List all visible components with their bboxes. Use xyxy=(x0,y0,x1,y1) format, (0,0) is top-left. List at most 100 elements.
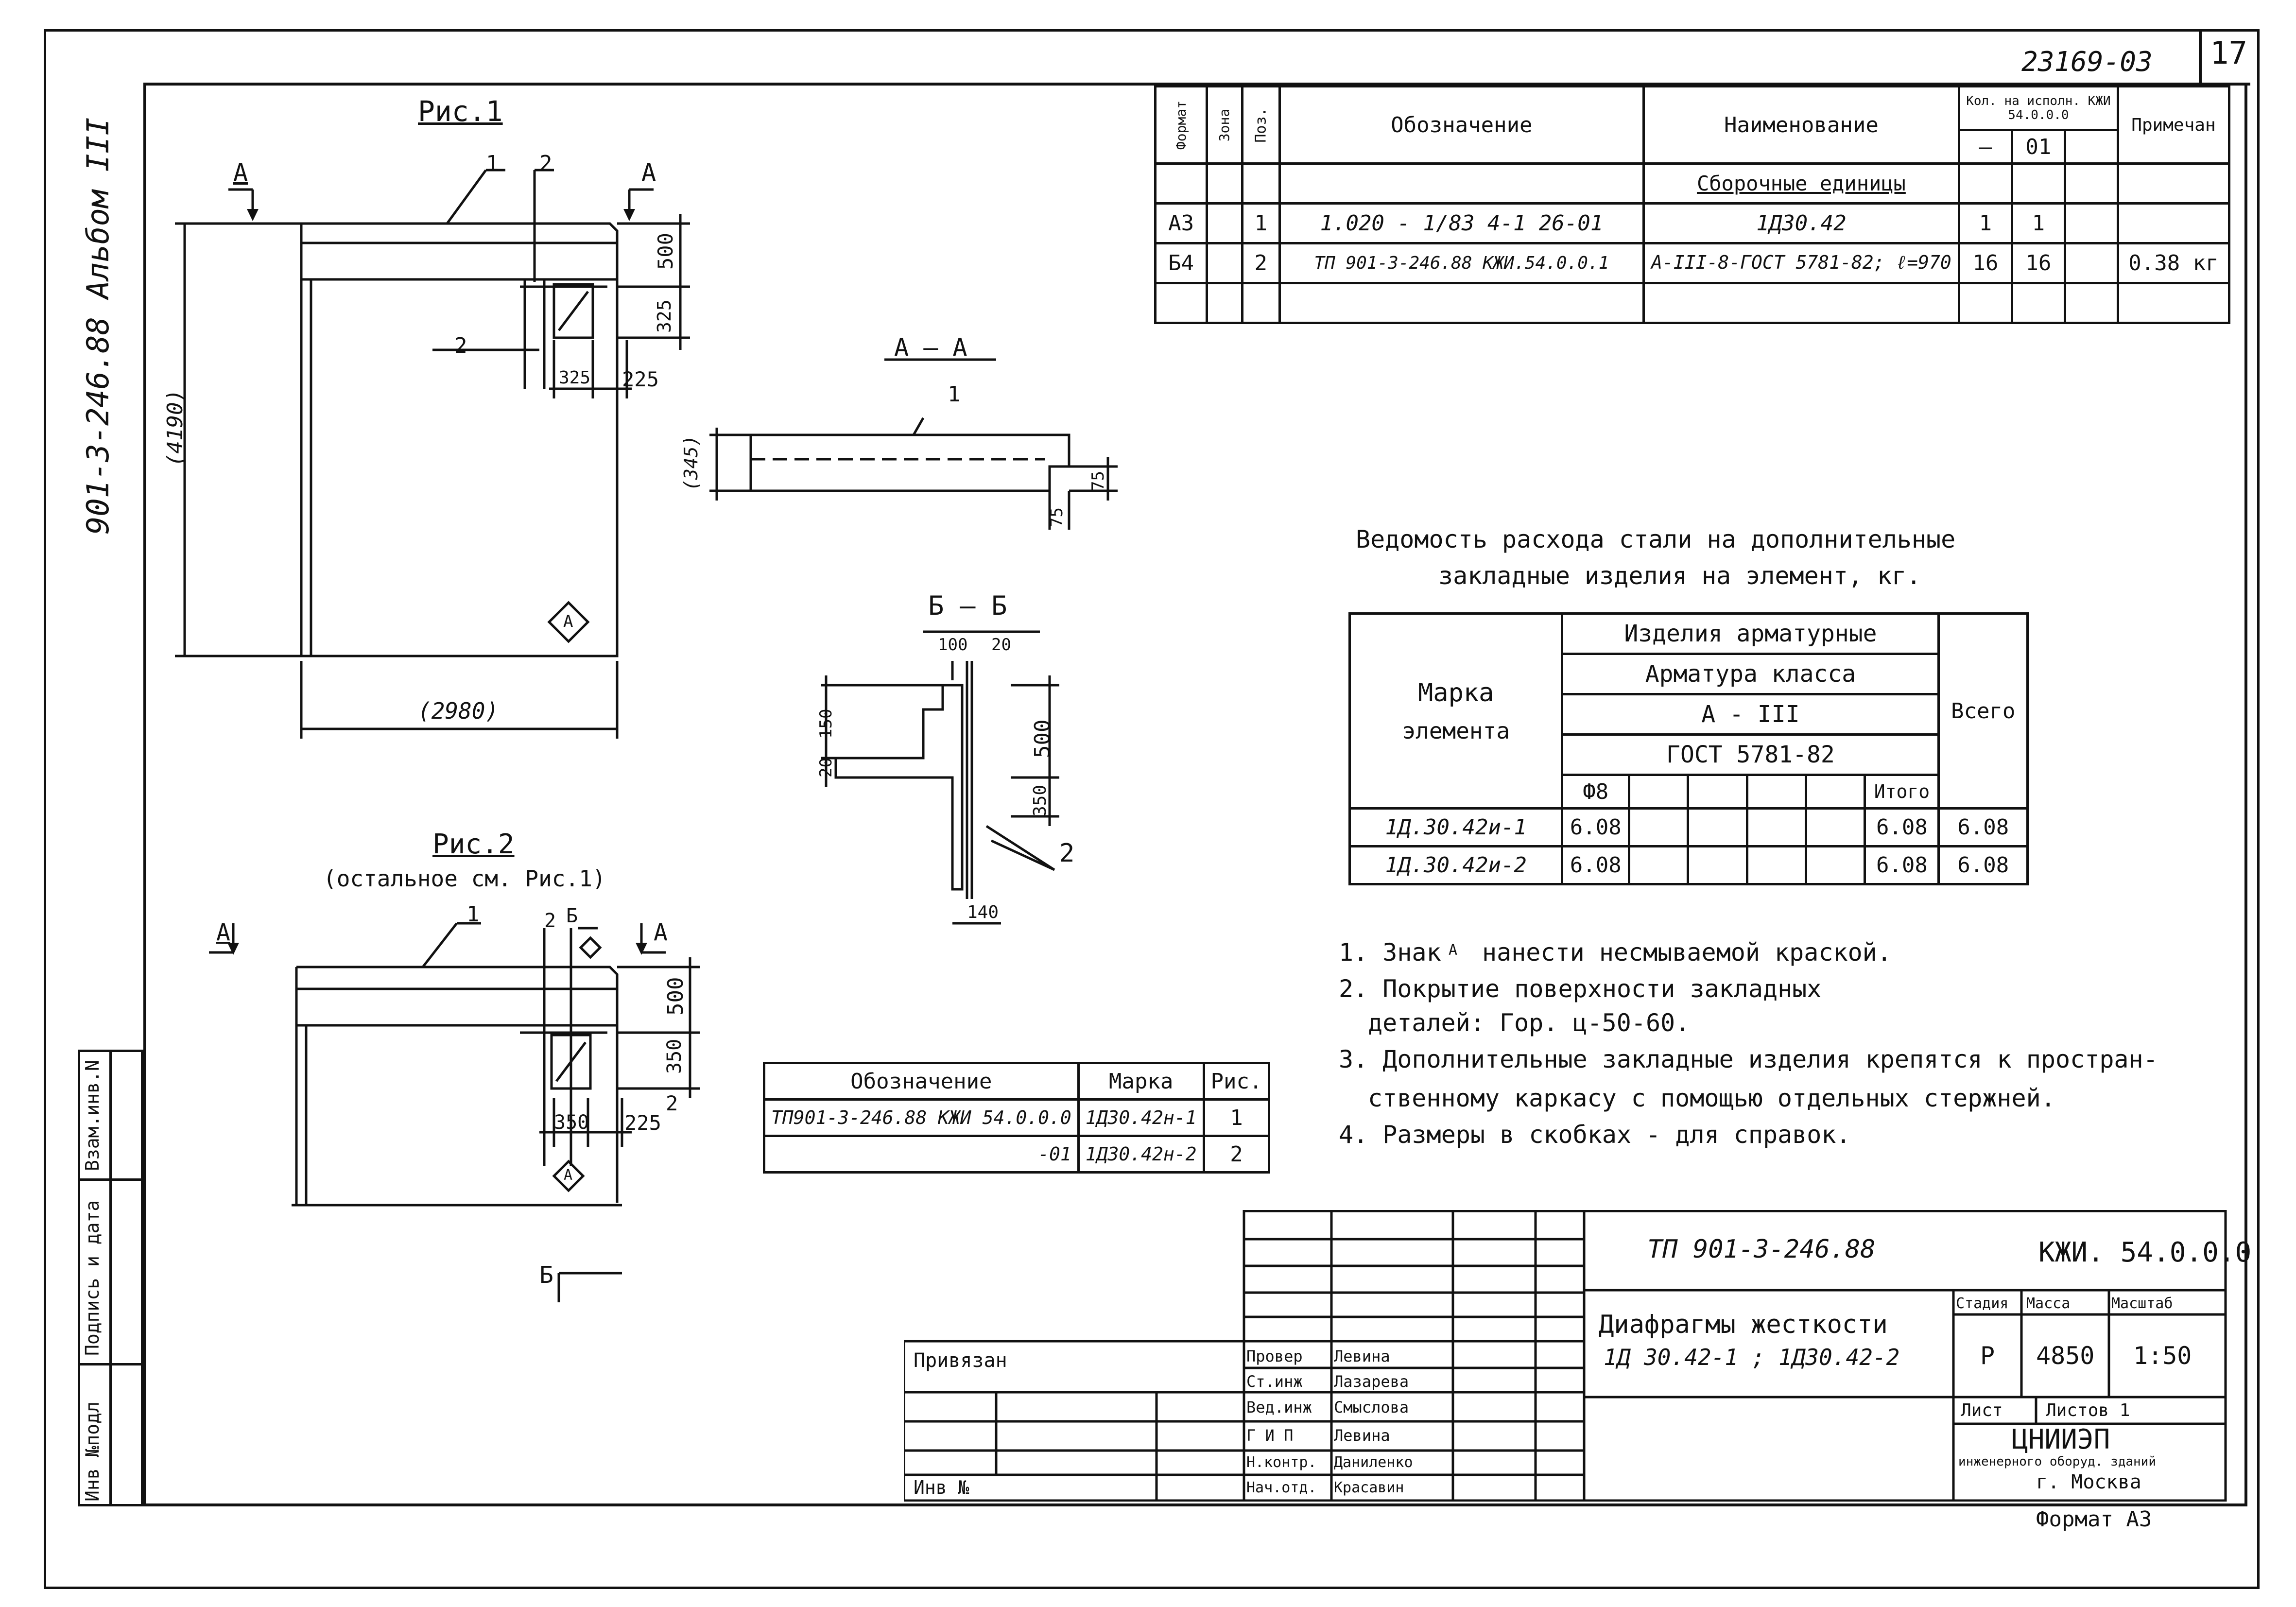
steel-h-vsego: Всего xyxy=(1937,612,2029,810)
fig2-section-a-left: А xyxy=(216,919,230,946)
signer-role: Вед.инж xyxy=(1246,1398,1312,1417)
spec-h-format: Формат xyxy=(1154,85,1208,165)
table-row: А3 1 1.020 - 1/83 4-1 26-01 1Д30.42 1 1 xyxy=(1154,202,2231,244)
fig1-label-2a: 2 xyxy=(539,151,552,176)
signer-role: Г И П xyxy=(1246,1426,1294,1445)
spec-h-naim: Наименование xyxy=(1642,85,1960,165)
inner-frame xyxy=(143,83,2247,1506)
fig1-label-1: 1 xyxy=(486,151,499,176)
signer-role: Ст.инж xyxy=(1246,1372,1303,1391)
tb-inv-no: Инв № xyxy=(914,1477,969,1498)
fig1-title: Рис.1 xyxy=(418,95,503,128)
format-label: Формат А3 xyxy=(2036,1507,2152,1532)
fig2-section-b-bottom: Б xyxy=(539,1261,553,1289)
section-bb-dim-20a: 20 xyxy=(991,635,1011,655)
steel-table: Марка элемента Изделия арматурные Всего … xyxy=(1348,612,2029,885)
spec-h-prim: Примечан xyxy=(2116,85,2231,165)
note-2b: деталей: Гор. ц-50-60. xyxy=(1368,1009,1690,1037)
tb-list-label: Лист xyxy=(1961,1400,2003,1420)
note-1a: 1. Знак xyxy=(1339,938,1441,967)
tb-stadia: Р xyxy=(1980,1342,1995,1370)
fig2-subtitle: (остальное см. Рис.1) xyxy=(323,865,606,892)
tb-masshtab-label: Масштаб xyxy=(2111,1295,2173,1312)
steel-h-gost: ГОСТ 5781-82 xyxy=(1561,733,1940,776)
section-aa-dim-345: (345) xyxy=(680,435,702,491)
section-bb-dim-350: 350 xyxy=(1030,784,1050,816)
tb-massa-label: Масса xyxy=(2026,1295,2071,1312)
exec-h-marka: Марка xyxy=(1077,1062,1205,1101)
tb-name-1: Диафрагмы жесткости xyxy=(1599,1310,1888,1339)
section-bb-dim-100: 100 xyxy=(938,635,968,655)
sheet-number: 17 xyxy=(2210,35,2248,71)
steel-h-armatura: Арматура класса xyxy=(1561,653,1940,695)
steel-marka-1: Марка xyxy=(1417,678,1494,708)
steel-h-class: А - III xyxy=(1561,693,1940,736)
specification-table: Формат Зона Поз. Обозначение Наименовани… xyxy=(1154,85,2231,324)
fig2-dim-500: 500 xyxy=(663,977,688,1016)
tb-org-1: ЦНИИЭП xyxy=(2012,1424,2110,1455)
fig2-section-a-right: А xyxy=(654,919,668,946)
fig2-section-b-top: Б xyxy=(566,905,578,927)
spec-h-01: 01 xyxy=(2010,129,2066,165)
note-4: 4. Размеры в скобках - для справок. xyxy=(1339,1121,1851,1149)
fig2-dim-225: 225 xyxy=(624,1111,661,1135)
signer-role: Н.контр. xyxy=(1246,1454,1317,1471)
fig1-section-mark-right: А xyxy=(641,158,656,187)
stamp-podpis: Подпись и дата xyxy=(82,1200,103,1356)
stamp-inv-podl: Инв №подл xyxy=(82,1401,103,1502)
steel-h-phi8: Ф8 xyxy=(1561,774,1631,810)
steel-title-2: закладные изделия на элемент, кг. xyxy=(1438,562,1921,590)
section-bb-dim-500: 500 xyxy=(1030,719,1055,758)
fig2-title: Рис.2 xyxy=(432,829,515,860)
note-1b: нанести несмываемой краской. xyxy=(1482,938,1892,967)
note-2a: 2. Покрытие поверхности закладных xyxy=(1339,975,1822,1003)
tb-name-2: 1Д 30.42-1 ; 1Д30.42-2 xyxy=(1604,1344,1900,1370)
sheet-number-box xyxy=(2199,30,2250,86)
side-stamp xyxy=(78,1050,143,1506)
stamp-vzam: Взам.инв.N xyxy=(82,1060,103,1171)
section-aa-label-1: 1 xyxy=(948,382,961,407)
fig1-label-2b: 2 xyxy=(454,333,467,358)
execution-table: Обозначение Марка Рис. ТП901-3-246.88 КЖ… xyxy=(763,1062,1271,1174)
fig1-dim-height: (4190) xyxy=(163,389,188,467)
signer-role: Нач.отд. xyxy=(1246,1479,1317,1496)
section-bb-title: Б — Б xyxy=(928,590,1007,621)
signer-name: Смыслова xyxy=(1334,1398,1409,1417)
fig2-dim-350h: 350 xyxy=(554,1111,589,1134)
fig2-sign-letter: А xyxy=(564,1167,573,1184)
fig1-dim-225: 225 xyxy=(622,367,659,391)
tb-org-3: г. Москва xyxy=(2036,1471,2141,1493)
spec-h-poz: Поз. xyxy=(1241,85,1281,165)
tb-masshtab: 1:50 xyxy=(2133,1342,2192,1370)
table-row: 1Д.30.42и-2 6.08 6.08 6.08 xyxy=(1348,845,2029,885)
fig1-dim-width: (2980) xyxy=(418,698,499,724)
note-3a: 3. Дополнительные закладные изделия креп… xyxy=(1339,1045,2158,1073)
steel-h-izdelia: Изделия арматурные xyxy=(1561,612,1940,655)
section-bb-dim-140: 140 xyxy=(967,902,999,922)
table-row: ТП901-3-246.88 КЖИ 54.0.0.0 1Д30.42н-1 1 xyxy=(763,1098,1271,1137)
fig1-dim-325v: 325 xyxy=(654,299,675,333)
album-label: 901-3-246.88 Альбом III xyxy=(80,117,116,535)
section-bb-label-2: 2 xyxy=(1059,839,1075,868)
signer-name: Левина xyxy=(1334,1426,1390,1445)
spec-h-zona: Зона xyxy=(1206,85,1243,165)
spec-section: Сборочные единицы xyxy=(1642,162,1960,205)
signer-role: Провер xyxy=(1246,1347,1303,1365)
title-block: ТП 901-3-246.88 КЖИ. 54.0.0.0 Диафрагмы … xyxy=(904,1210,2251,1502)
tb-org-2: инженерного оборуд. зданий xyxy=(1958,1454,2156,1469)
fig1-sign-letter: А xyxy=(563,612,573,631)
signer-name: Левина xyxy=(1334,1347,1390,1365)
spec-h-oboz: Обозначение xyxy=(1278,85,1645,165)
spec-h-kol: Кол. на исполн. КЖИ 54.0.0.0 xyxy=(1957,85,2119,131)
tb-code: КЖИ. 54.0.0.0 xyxy=(2038,1237,2252,1268)
section-aa-dim-75b: 75 xyxy=(1088,471,1108,491)
table-row: Б4 2 ТП 901-3-246.88 КЖИ.54.0.0.1 А-III-… xyxy=(1154,242,2231,284)
outer-frame xyxy=(44,29,2260,1589)
fig2-dim-350v: 350 xyxy=(663,1038,686,1074)
section-aa-title: А — А xyxy=(894,333,967,362)
tb-massa: 4850 xyxy=(2036,1342,2095,1370)
steel-h-itogo: Итого xyxy=(1864,774,1940,810)
steel-title-1: Ведомость расхода стали на дополнительны… xyxy=(1356,525,1956,553)
table-row: -01 1Д30.42н-2 2 xyxy=(763,1135,1271,1174)
fig1-dim-325h: 325 xyxy=(559,368,591,388)
